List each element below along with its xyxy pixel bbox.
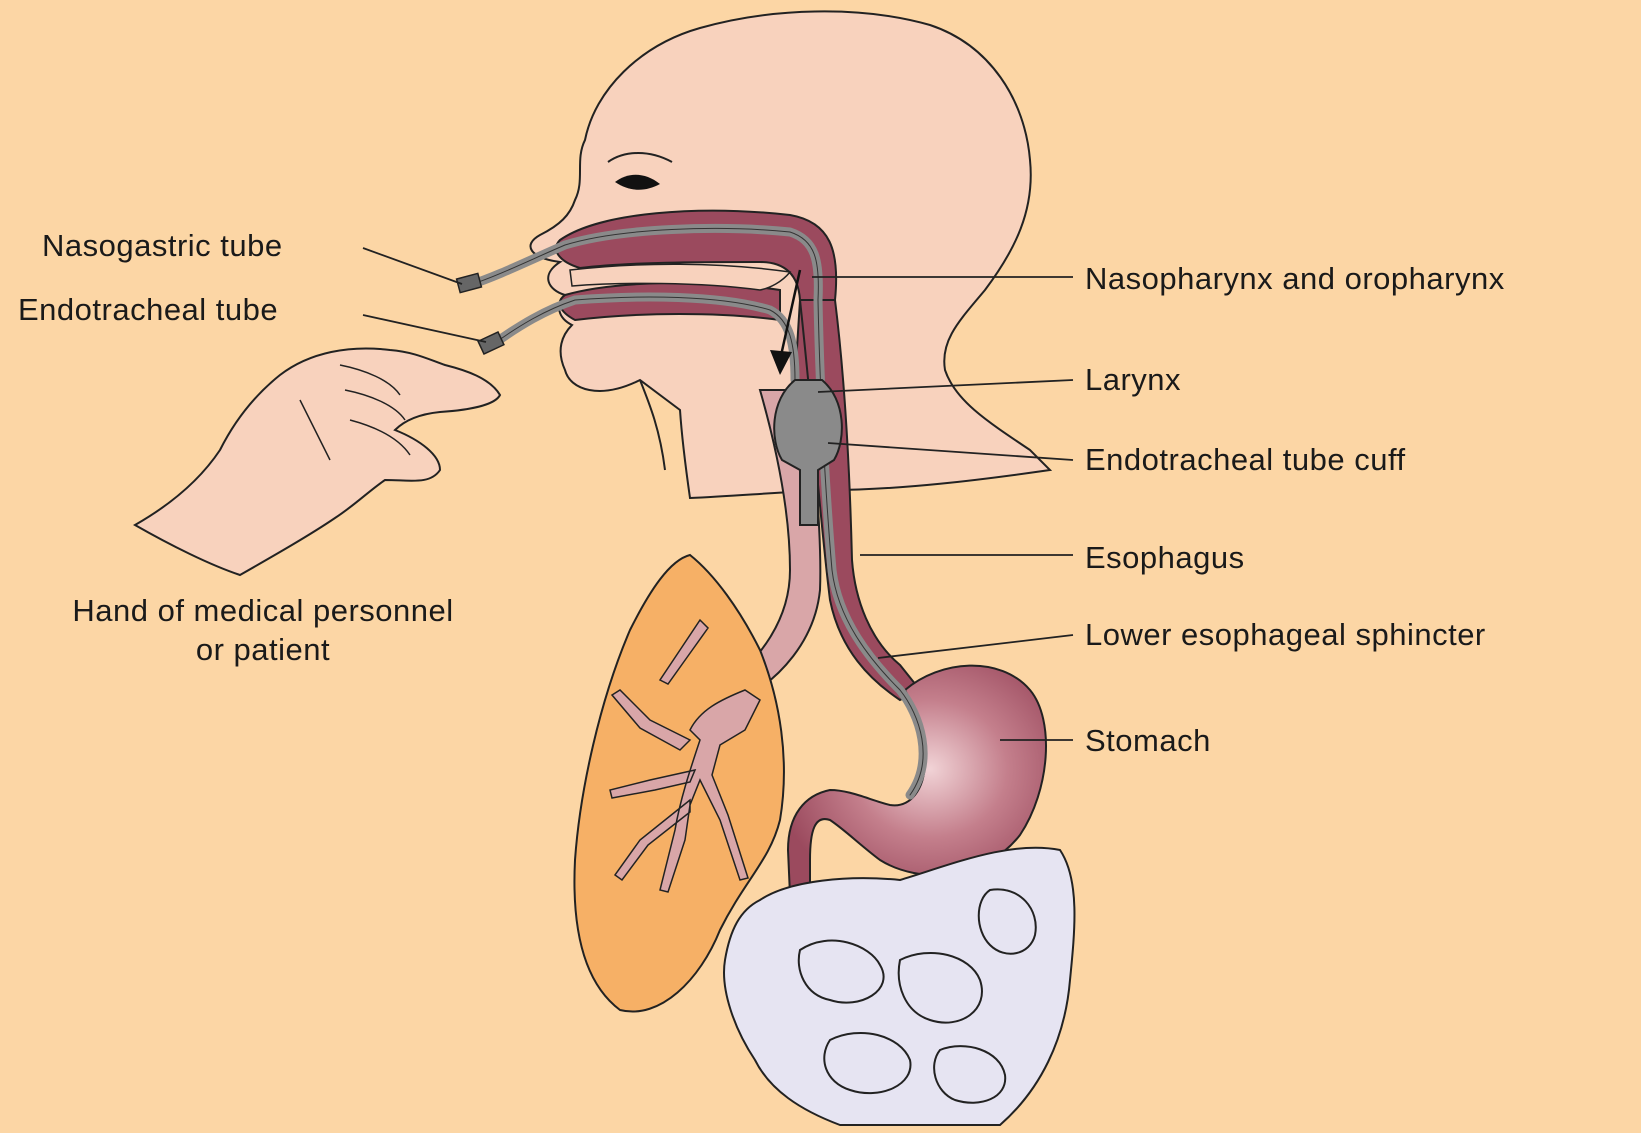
hand — [135, 348, 500, 575]
leader-les — [878, 635, 1073, 658]
label-hand-line2: or patient — [18, 632, 508, 668]
label-les: Lower esophageal sphincter — [1085, 617, 1486, 653]
label-esophagus: Esophagus — [1085, 540, 1245, 576]
label-nasopharynx: Nasopharynx and oropharynx — [1085, 261, 1505, 297]
leader-nasogastric — [363, 248, 462, 284]
label-cuff: Endotracheal tube cuff — [1085, 442, 1406, 478]
leader-endotracheal — [363, 315, 486, 342]
label-endotracheal-tube: Endotracheal tube — [18, 292, 278, 328]
label-stomach: Stomach — [1085, 723, 1211, 759]
label-nasogastric-tube: Nasogastric tube — [42, 228, 283, 264]
label-hand-line1: Hand of medical personnel — [18, 593, 508, 629]
endotracheal-tube-connector — [478, 332, 504, 354]
label-larynx: Larynx — [1085, 362, 1181, 398]
